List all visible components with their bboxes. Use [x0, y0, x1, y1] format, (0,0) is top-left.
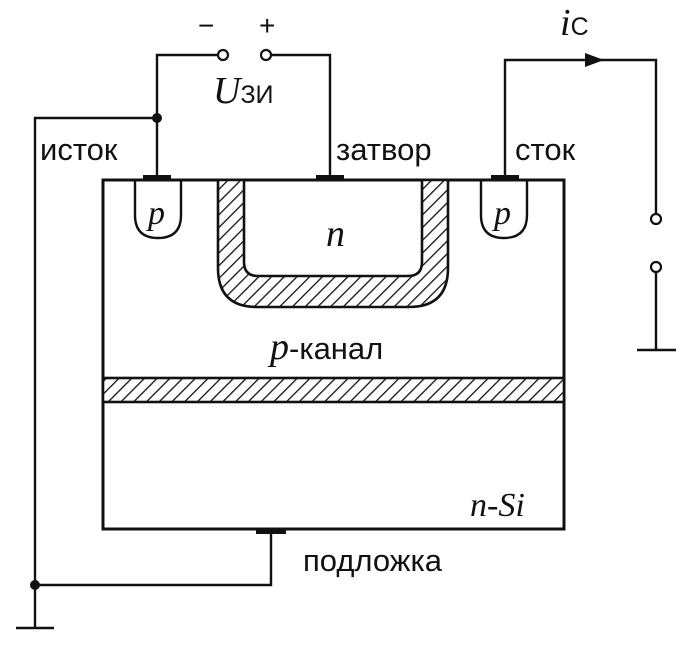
gate-junction-hatched	[216, 178, 450, 309]
drain-label: сток	[515, 132, 576, 167]
gate-label: затвор	[336, 132, 432, 167]
gate-minus-terminal	[216, 48, 230, 62]
gate-plus-terminal	[259, 48, 273, 62]
drain-terminal-bottom	[649, 260, 663, 274]
current-label: iС	[560, 2, 589, 44]
drain-wire	[503, 58, 658, 215]
drain-region-label: p	[492, 195, 511, 232]
substrate-wire	[35, 534, 273, 587]
gate-contact	[316, 175, 344, 181]
drain-terminal-top	[649, 212, 663, 226]
substrate-material-label: n-Si	[470, 487, 525, 524]
source-wire	[155, 53, 219, 175]
minus-sign: −	[198, 10, 214, 41]
plus-sign: +	[259, 10, 275, 41]
gate-region-label: n	[326, 213, 345, 255]
source-p-region	[133, 180, 183, 240]
source-label: исток	[40, 132, 118, 167]
substrate-label: подложка	[303, 543, 443, 578]
drain-p-region	[479, 180, 529, 240]
current-arrow-icon	[585, 53, 604, 67]
drain-contact	[491, 175, 519, 181]
source-region-label: p	[146, 195, 165, 232]
gate-wire	[266, 53, 332, 175]
source-contact	[143, 175, 171, 181]
source-junction-dot	[152, 113, 162, 123]
channel-label: p-канал	[267, 326, 383, 368]
voltage-label: UЗИ	[213, 70, 274, 112]
source-ground-wire	[33, 116, 157, 628]
substrate-contact	[256, 529, 286, 534]
substrate-junction-dot	[30, 580, 40, 590]
buried-layer-hatched	[101, 376, 566, 404]
